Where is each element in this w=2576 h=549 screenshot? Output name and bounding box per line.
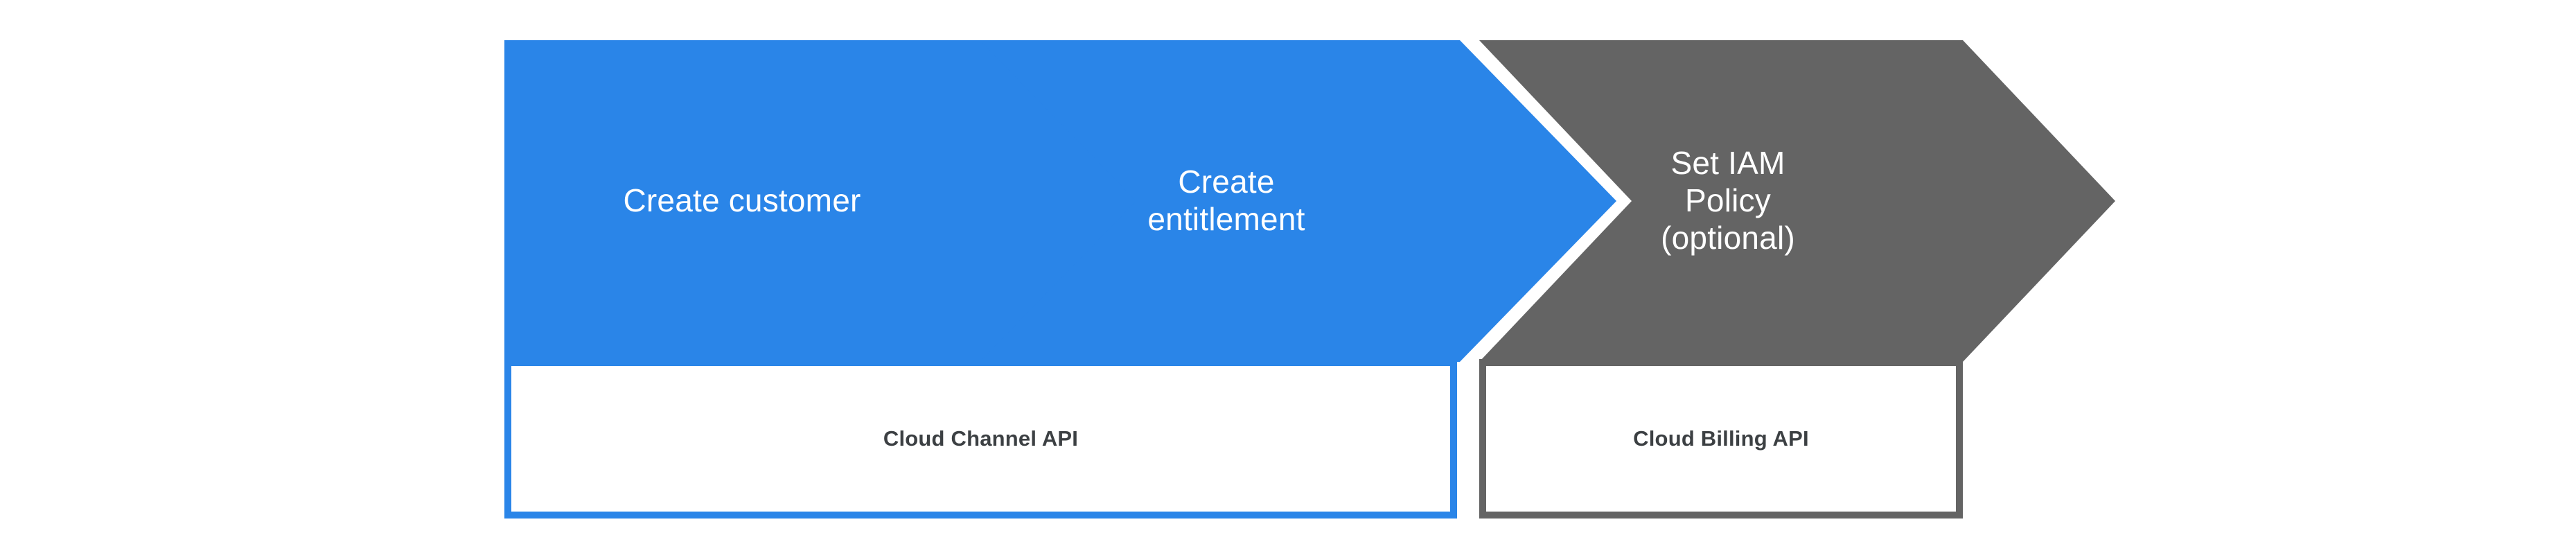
api-box-cloud-channel-shape[interactable] xyxy=(504,359,1457,518)
chevron-step-2-shape[interactable] xyxy=(979,40,1616,362)
chevron-step-1-shape[interactable] xyxy=(504,40,1136,362)
api-box-cloud-billing-shape[interactable] xyxy=(1479,359,1963,518)
api-box-cloud-channel-label: Cloud Channel API xyxy=(883,426,1079,451)
api-box-cloud-billing-label: Cloud Billing API xyxy=(1633,426,1809,451)
chevron-step-3-shape[interactable] xyxy=(1479,40,2115,362)
